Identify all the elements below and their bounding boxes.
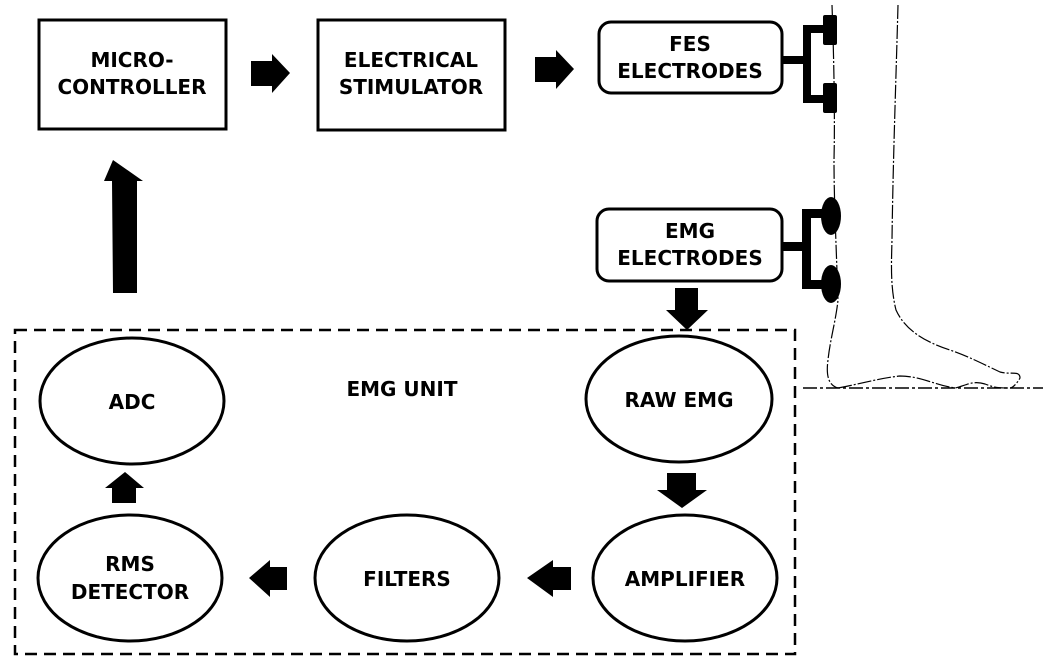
filters-label: FILTERS xyxy=(363,567,451,591)
rms-detector-label-line2: DETECTOR xyxy=(71,580,189,604)
amplifier-label: AMPLIFIER xyxy=(625,567,745,591)
arrow-left-icon xyxy=(249,560,287,597)
stimulator-label-line1: ELECTRICAL xyxy=(344,48,478,72)
arrow-up-icon xyxy=(105,472,144,503)
emg-electrodes-block: EMG ELECTRODES xyxy=(595,207,784,283)
fes-electrodes-block: FES ELECTRODES xyxy=(597,20,784,95)
microcontroller-label-line1: MICRO- xyxy=(90,48,173,72)
arrow-right-icon xyxy=(535,50,574,89)
arrow-up-icon xyxy=(104,160,143,293)
filters-node: FILTERS xyxy=(313,513,501,643)
rms-detector-label-line1: RMS xyxy=(105,552,155,576)
raw-emg-node: RAW EMG xyxy=(584,334,774,464)
leg-outline-icon xyxy=(826,4,1021,389)
emg-unit-label: EMG UNIT xyxy=(346,377,457,401)
adc-node: ADC xyxy=(38,336,226,466)
emg-electrodes-label-line1: EMG xyxy=(665,219,715,243)
arrow-down-icon xyxy=(666,288,708,330)
fes-electrode-connector-icon xyxy=(782,15,837,113)
amplifier-node: AMPLIFIER xyxy=(591,513,779,643)
microcontroller-label-line2: CONTROLLER xyxy=(57,75,206,99)
adc-label: ADC xyxy=(109,390,156,414)
arrow-left-icon xyxy=(527,560,571,597)
microcontroller-block: MICRO- CONTROLLER xyxy=(37,18,228,131)
fes-electrodes-label-line2: ELECTRODES xyxy=(617,59,762,83)
raw-emg-label: RAW EMG xyxy=(625,388,734,412)
electrical-stimulator-block: ELECTRICAL STIMULATOR xyxy=(316,18,507,132)
rms-detector-node: RMS DETECTOR xyxy=(36,513,224,643)
arrow-right-icon xyxy=(251,54,290,93)
emg-electrodes-label-line2: ELECTRODES xyxy=(617,246,762,270)
emg-unit-group-boundary xyxy=(13,328,797,656)
fes-electrodes-label-line1: FES xyxy=(669,32,711,56)
stimulator-label-line2: STIMULATOR xyxy=(339,75,483,99)
emg-electrode-connector-icon xyxy=(782,197,841,303)
arrow-down-icon xyxy=(657,473,707,508)
